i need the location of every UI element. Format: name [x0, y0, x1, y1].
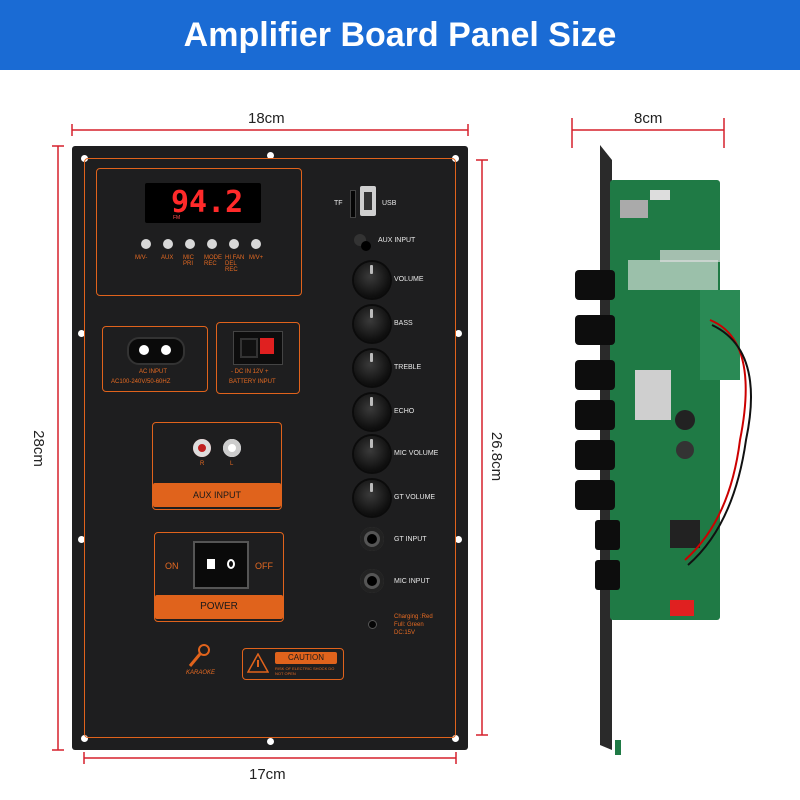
knob-shaft	[575, 440, 615, 470]
screw-hole	[455, 536, 462, 543]
caution-sub: RISK OF ELECTRIC SHOCK DO NOT OPEN	[275, 666, 335, 676]
caution-box: CAUTION RISK OF ELECTRIC SHOCK DO NOT OP…	[242, 648, 344, 680]
tf-slot[interactable]	[350, 190, 356, 218]
screw-hole	[452, 735, 459, 742]
height-left-label: 28cm	[29, 430, 47, 467]
knob-label: TREBLE	[394, 364, 422, 371]
echo-knob[interactable]	[354, 394, 390, 430]
caution-title-text: CAUTION	[288, 653, 324, 662]
width-top-label: 18cm	[248, 110, 285, 127]
knob-label: BASS	[394, 320, 413, 327]
control-button[interactable]	[185, 239, 195, 249]
screw-hole	[81, 735, 88, 742]
screw-hole	[267, 738, 274, 745]
mic-volume-knob[interactable]	[354, 436, 390, 472]
side-view-board	[575, 145, 752, 755]
rca-white-jack[interactable]	[223, 439, 241, 457]
knob-shaft	[575, 315, 615, 345]
karaoke-label: KARAOKE	[186, 670, 216, 676]
gt-input-jack[interactable]	[360, 527, 384, 551]
power-on-label: ON	[165, 561, 179, 571]
display-box: 94.2 FM M/V- AUX MIC PRI MODE REC HI FAN…	[96, 168, 302, 296]
ac-spec-label: AC100-240V/50-60HZ	[111, 379, 171, 385]
jack-label: MIC INPUT	[394, 578, 430, 585]
aux-input-plate: AUX INPUT	[153, 483, 281, 507]
knob-label: MIC VOLUME	[394, 450, 439, 457]
power-plate: POWER	[155, 595, 283, 619]
mic-input-jack[interactable]	[360, 569, 384, 593]
warning-icon	[246, 652, 270, 678]
battery-terminal[interactable]	[233, 331, 283, 365]
knob-label: ECHO	[394, 408, 415, 415]
button-label: M/V+	[249, 255, 264, 261]
volume-knob[interactable]	[354, 262, 390, 298]
button-row: M/V- AUX MIC PRI MODE REC HI FAN DEL REC…	[135, 239, 281, 279]
power-plate-text: POWER	[200, 601, 238, 612]
aux-input-plate-text: AUX INPUT	[192, 490, 241, 500]
aux-rca-box: R L AUX INPUT	[152, 422, 282, 510]
bass-knob[interactable]	[354, 306, 390, 342]
rca-l-label: L	[230, 461, 234, 467]
charging-led	[368, 620, 377, 629]
ac-socket[interactable]	[127, 337, 185, 365]
screw-hole	[455, 330, 462, 337]
amplifier-panel: 94.2 FM M/V- AUX MIC PRI MODE REC HI FAN…	[72, 146, 468, 750]
power-switch[interactable]	[193, 541, 249, 589]
charging-label: DC:15V	[394, 630, 416, 636]
tf-label: TF	[334, 200, 343, 207]
jack-label: GT INPUT	[394, 536, 427, 543]
led-display: 94.2 FM	[145, 183, 261, 223]
microphone-icon	[186, 644, 212, 668]
control-button[interactable]	[141, 239, 151, 249]
control-button[interactable]	[229, 239, 239, 249]
button-label: MODE REC	[204, 255, 222, 267]
knob-label: GT VOLUME	[394, 494, 436, 501]
width-bottom-label: 17cm	[249, 766, 286, 783]
power-box: ON OFF POWER	[154, 532, 284, 622]
charging-label: Charging :Red	[394, 614, 433, 620]
gt-volume-knob[interactable]	[354, 480, 390, 516]
knob-shaft	[575, 360, 615, 390]
screw-hole	[452, 155, 459, 162]
treble-knob[interactable]	[354, 350, 390, 386]
knob-shaft	[575, 270, 615, 300]
aux-input-label: AUX INPUT	[378, 237, 416, 244]
control-button[interactable]	[207, 239, 217, 249]
rca-r-label: R	[200, 461, 205, 467]
page-title: Amplifier Board Panel Size	[183, 15, 617, 54]
aux-input-jack[interactable]	[354, 234, 371, 251]
control-button[interactable]	[163, 239, 173, 249]
dc-input-label: - DC IN 12V +	[231, 369, 269, 375]
control-button[interactable]	[251, 239, 261, 249]
screw-hole	[78, 330, 85, 337]
button-label: MIC PRI	[183, 255, 194, 267]
battery-input-label: BATTERY INPUT	[229, 379, 276, 385]
ac-input-label: AC INPUT	[139, 369, 168, 375]
knob-label: VOLUME	[394, 276, 424, 283]
capacitor	[675, 410, 695, 430]
caution-title: CAUTION	[275, 652, 337, 664]
display-sub: FM	[173, 215, 181, 221]
knob-shaft	[575, 480, 615, 510]
charging-label: Full: Green	[394, 622, 424, 628]
button-label: M/V-	[135, 255, 148, 261]
usb-port[interactable]	[360, 186, 376, 216]
screw-hole	[267, 152, 274, 159]
ac-input-box: AC INPUT AC100-240V/50-60HZ	[102, 326, 208, 392]
knob-shaft	[575, 400, 615, 430]
display-value: 94.2	[171, 185, 244, 220]
height-right-label: 26.8cm	[488, 431, 506, 482]
panel-border	[84, 158, 456, 738]
side-width-label: 8cm	[634, 110, 663, 127]
button-label: AUX	[161, 255, 174, 261]
button-label: HI FAN DEL REC	[225, 255, 245, 273]
power-off-label: OFF	[255, 561, 273, 571]
title-banner: Amplifier Board Panel Size	[0, 0, 800, 70]
dc-input-box: - DC IN 12V + BATTERY INPUT	[216, 322, 300, 394]
screw-hole	[78, 536, 85, 543]
usb-label: USB	[382, 200, 397, 207]
rca-red-jack[interactable]	[193, 439, 211, 457]
heatsink	[635, 370, 671, 420]
